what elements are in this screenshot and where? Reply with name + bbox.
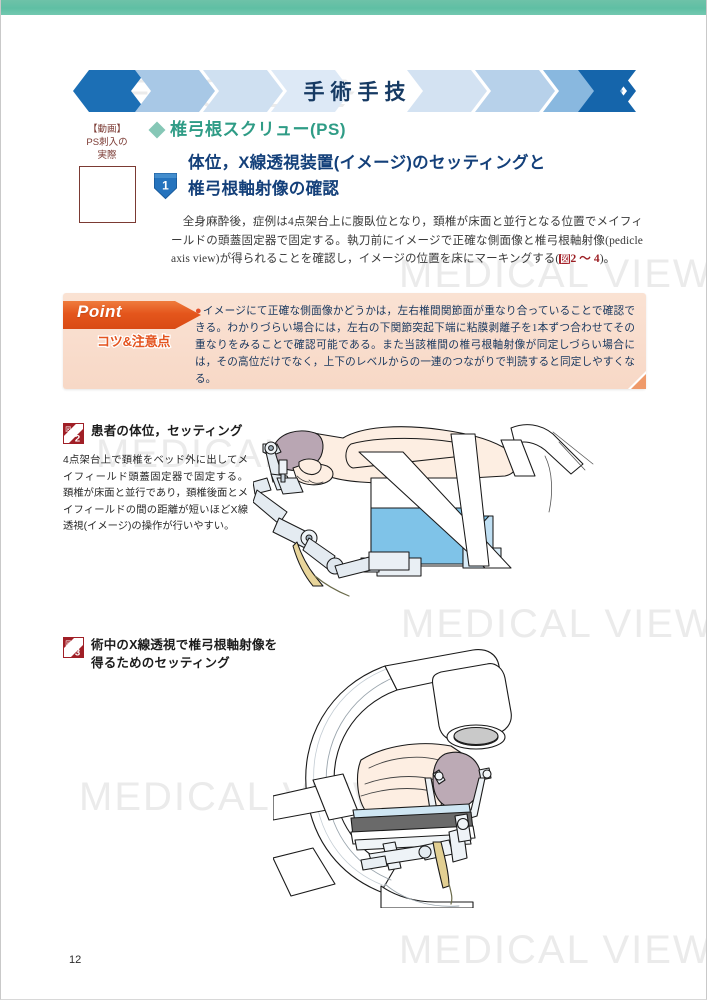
body-paragraph-text-2: )。 xyxy=(599,253,616,265)
step-badge-number: 1 xyxy=(162,179,169,193)
figure-badge-kanji: 図 xyxy=(65,426,71,433)
point-tag-label: Point xyxy=(77,302,122,321)
point-subtitle: コツ&注意点 xyxy=(96,333,172,350)
figure-3-illustration xyxy=(273,649,512,908)
page-title: 手術手技 xyxy=(303,81,412,104)
point-text: イメージにて正確な側面像かどうかは，左右椎間関節面が重なり合っていることで確認で… xyxy=(195,306,635,385)
figure-2-block: 図 2 患者の体位，セッティング 4点架台上で頚椎をベッド外に出してメイフィール… xyxy=(63,422,248,536)
figure-badge-number: 2 xyxy=(75,433,80,444)
section-heading-label: 椎弓根スクリュー(PS) xyxy=(170,120,346,139)
section-banner: 手術手技 xyxy=(73,70,636,112)
subsection-title: 体位，X線透視装置(イメージ)のセッティングと 椎弓根軸射像の確認 xyxy=(188,150,643,202)
figure-2-illustration xyxy=(253,424,594,597)
figure-badge-kanji: 図 xyxy=(65,640,71,647)
figure-2-header: 図 2 患者の体位，セッティング xyxy=(63,422,248,444)
point-tag-arrow-icon xyxy=(63,301,201,329)
video-reference-box[interactable]: 【動画】 PS刺入の 実際 xyxy=(69,123,145,223)
subsection-title-line2: 椎弓根軸射像の確認 xyxy=(188,180,340,198)
page-number: 12 xyxy=(69,954,82,966)
video-label-line3: 実際 xyxy=(97,150,117,161)
figure-reference-number: 2 ～ 4 xyxy=(570,253,600,265)
qr-code-icon[interactable] xyxy=(78,166,136,223)
figure-reference[interactable]: 図2 ～ 4 xyxy=(559,253,600,265)
page-top-band xyxy=(1,0,706,15)
figure-3-title: 術中のX線透視で椎弓根軸射像を得るためのセッティング xyxy=(91,638,278,670)
subsection: 1 体位，X線透視装置(イメージ)のセッティングと 椎弓根軸射像の確認 xyxy=(153,150,643,202)
main-content: 椎弓根スクリュー(PS) 1 体位，X線透視装置(イメージ)のセッティングと 椎… xyxy=(148,118,643,269)
diamond-bullet-icon xyxy=(148,121,166,139)
figure-2-caption: 4点架台上で頚椎をベッド外に出してメイフィールド頭蓋固定器で固定する。頚椎が床面… xyxy=(63,455,248,532)
figure-number-badge-icon: 図 3 xyxy=(63,637,84,658)
point-callout-box: Point コツ&注意点 ●イメージにて正確な側面像かどうかは，左右椎間関節面が… xyxy=(63,293,646,389)
video-label-line2: PS刺入の xyxy=(86,137,128,148)
watermark: MEDICAL VIEW xyxy=(399,928,707,972)
video-label-line1: 【動画】 xyxy=(87,124,126,135)
figure-2-title: 患者の体位，セッティング xyxy=(91,424,243,438)
figure-3-block: 図 3 術中のX線透視で椎弓根軸射像を得るためのセッティング xyxy=(63,636,283,672)
body-paragraph: 全身麻酔後，症例は4点架台上に腹臥位となり，頚椎が床面と並行となる位置でメイフィ… xyxy=(153,213,643,269)
step-badge-shield-icon: 1 xyxy=(154,173,177,200)
point-bullet-icon: ● xyxy=(195,305,202,317)
figure-reference-badge: 図 xyxy=(559,254,571,264)
figure-3-header: 図 3 術中のX線透視で椎弓根軸射像を得るためのセッティング xyxy=(63,636,283,672)
folded-corner-icon xyxy=(628,371,646,389)
body-paragraph-text-1: 全身麻酔後，症例は4点架台上に腹臥位となり，頚椎が床面と並行となる位置でメイフィ… xyxy=(171,216,643,265)
point-body-text: ●イメージにて正確な側面像かどうかは，左右椎間関節面が重なり合っていることで確認… xyxy=(195,303,635,388)
figure-badge-number: 3 xyxy=(75,647,80,658)
subsection-title-line1: 体位，X線透視装置(イメージ)のセッティングと xyxy=(188,154,546,172)
section-heading: 椎弓根スクリュー(PS) xyxy=(148,118,643,142)
figure-number-badge-icon: 図 2 xyxy=(63,423,84,444)
chevron-banner-icon xyxy=(73,70,636,112)
